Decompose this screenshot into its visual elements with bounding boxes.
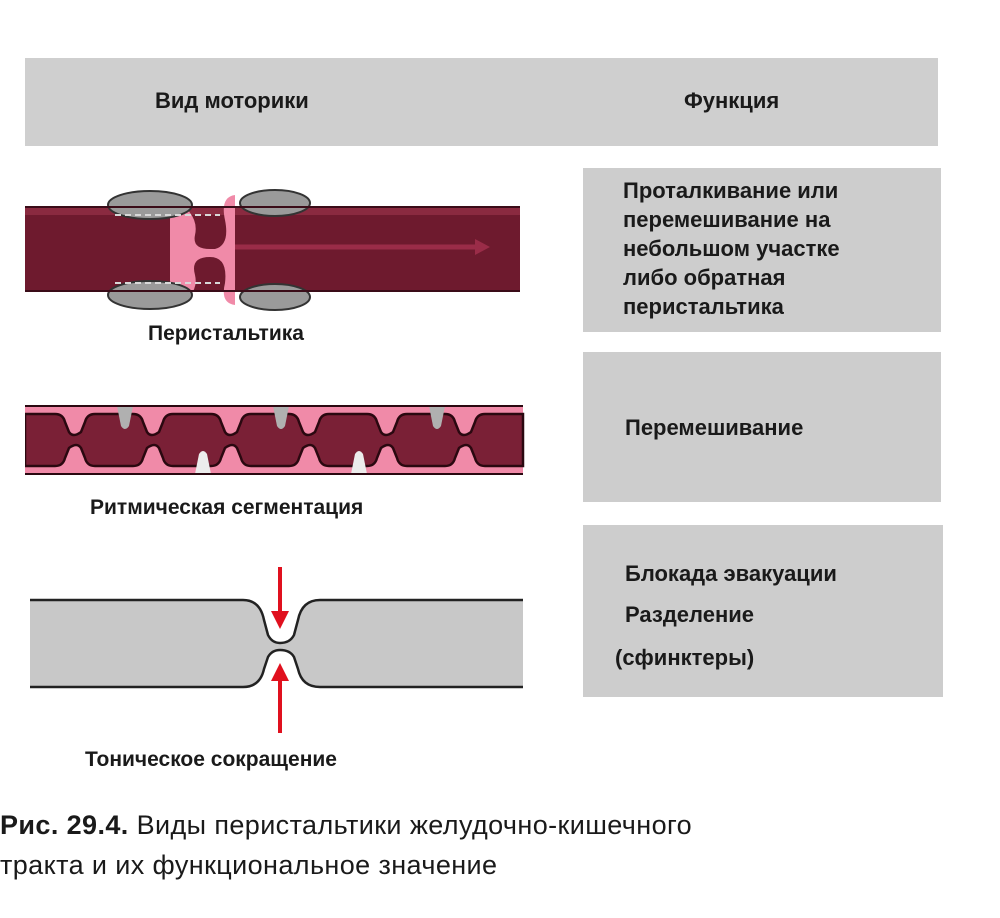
function-line: Разделение [625, 602, 754, 627]
caption-text-1: Виды перистальтики желудочно-кишечного [136, 810, 693, 840]
header-motility-type: Вид моторики [155, 88, 309, 113]
header-band [25, 58, 938, 146]
segmentation-diagram [25, 405, 525, 475]
caption-text-2: тракта и их функциональное значение [0, 850, 498, 880]
function-box-tonic: Блокада эвакуации Разделение (сфинктеры) [583, 525, 943, 697]
caption-number: Рис. 29.4. [0, 810, 129, 840]
function-line: либо обратная [623, 265, 786, 290]
header-function: Функция [684, 88, 780, 113]
function-line: Проталкивание или [623, 178, 839, 203]
label-segmentation: Ритмическая сегментация [90, 496, 364, 519]
label-tonic-contraction: Тоническое сокращение [85, 748, 337, 771]
caption-line-1: Рис. 29.4. Виды перистальтики желудочно-… [0, 805, 975, 845]
label-peristalsis: Перистальтика [148, 322, 304, 345]
figure-caption: Рис. 29.4. Виды перистальтики желудочно-… [0, 805, 975, 885]
function-line: небольшом участке [623, 236, 840, 261]
function-box-peristalsis: Проталкивание или перемешивание на небол… [583, 168, 941, 332]
function-line: перистальтика [623, 294, 784, 319]
function-line: (сфинктеры) [615, 645, 755, 670]
function-line: Перемешивание [625, 415, 804, 440]
function-text-peristalsis: Проталкивание или перемешивание на небол… [623, 176, 840, 321]
peristalsis-diagram [25, 189, 520, 311]
tonic-contraction-diagram [30, 567, 523, 733]
function-line: перемешивание на [623, 207, 831, 232]
function-line: Блокада эвакуации [625, 561, 837, 586]
function-box-segmentation: Перемешивание [583, 352, 941, 502]
